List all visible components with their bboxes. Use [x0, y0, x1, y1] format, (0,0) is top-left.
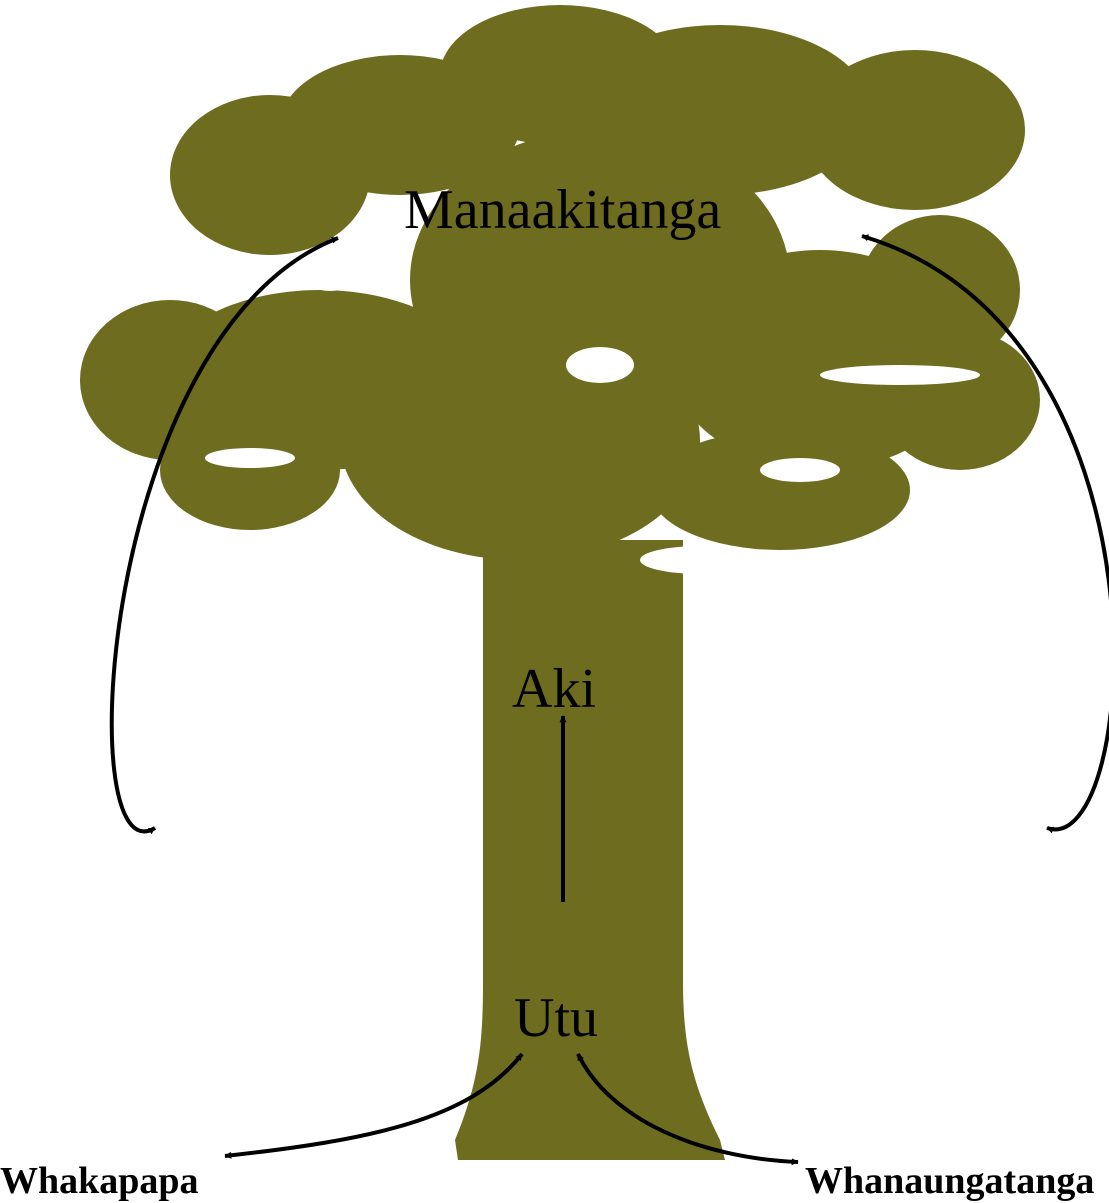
node-utu: Utu — [514, 990, 598, 1046]
node-whanaungatanga: Whanaungatanga — [805, 1162, 1094, 1200]
node-whakapapa: Whakapapa — [0, 1162, 199, 1200]
node-aki: Aki — [512, 661, 596, 717]
node-manaakitanga: Manaakitanga — [404, 182, 721, 238]
